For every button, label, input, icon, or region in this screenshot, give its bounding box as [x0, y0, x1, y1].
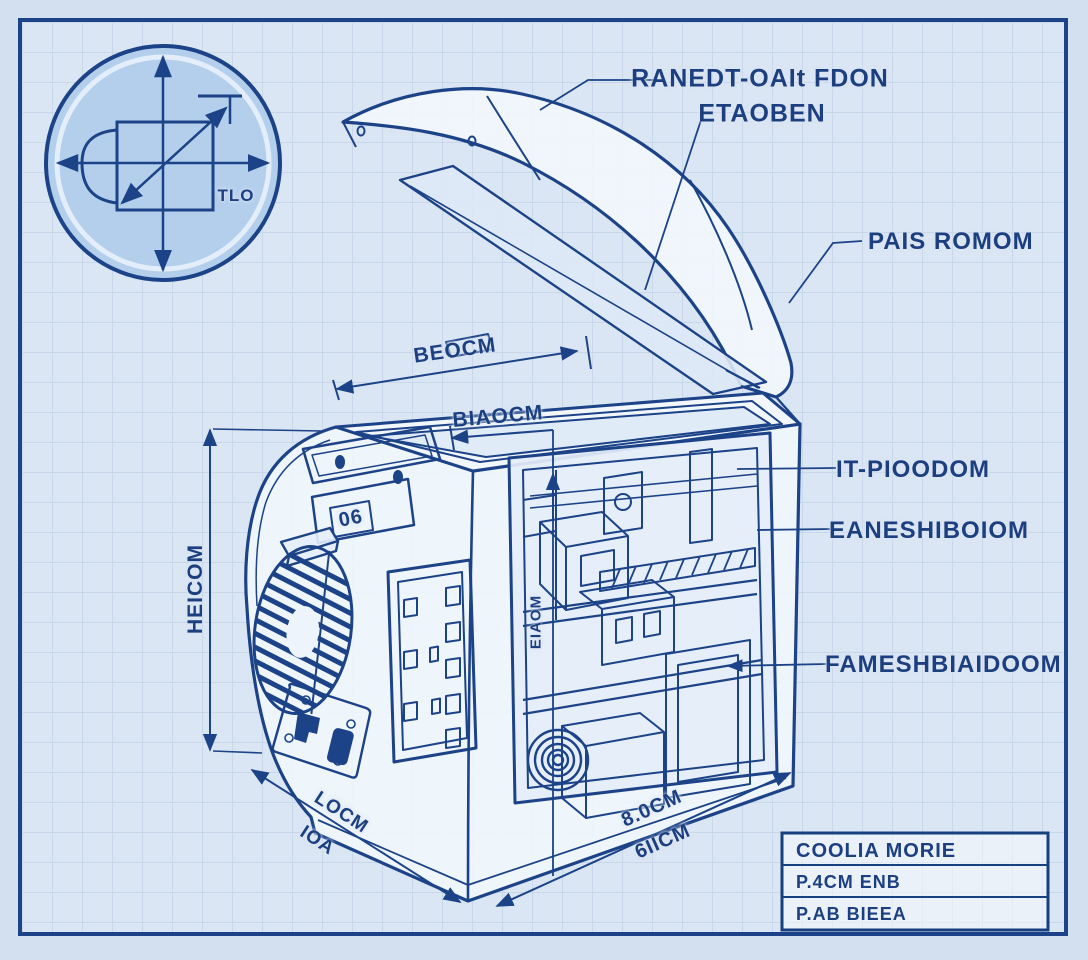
interior-bottle — [689, 448, 713, 544]
dim-interior-height: EIAOM — [527, 594, 545, 650]
leader-lines — [539, 79, 863, 673]
display-value: 06 — [336, 505, 365, 532]
title-block-row-ref: P.AB BIEEA — [796, 904, 907, 924]
callout-interior-top: IT-PIOODOM — [836, 456, 990, 483]
side-control-panel — [386, 558, 478, 764]
callout-lid-line1: RANEDT-OAIt FDON — [631, 64, 889, 93]
callout-lid-line2: ETAOBEN — [698, 99, 826, 128]
interior-cutaway — [507, 431, 779, 819]
lid-inner-panel — [398, 164, 768, 396]
dim-height: HEICOM — [184, 544, 207, 634]
title-block-row-scale: P.4CM ENB — [796, 872, 901, 892]
detail-circle — [44, 44, 282, 282]
callout-interior-bottom: FAMESHBIAIDOOM — [825, 651, 1062, 678]
callout-interior-mid: EANESHIBOIOM — [829, 517, 1030, 544]
title-block-row-title: COOLIA MORIE — [796, 840, 957, 862]
lid-screw-icon — [356, 125, 366, 137]
interior-box — [603, 471, 643, 535]
front-panel-details — [243, 425, 478, 779]
power-plug-icon — [294, 712, 320, 743]
lower-shelf — [522, 658, 763, 716]
callout-lid-side: PAIS ROMOM — [868, 228, 1034, 255]
fan-grille — [243, 540, 363, 720]
dimension-lines — [202, 335, 792, 907]
switch-button — [327, 728, 354, 766]
mid-shelf — [522, 578, 758, 628]
lid-screw-icon — [467, 135, 477, 147]
slatted-shelf — [599, 547, 756, 592]
title-block — [780, 831, 1050, 932]
temperature-display — [310, 477, 416, 545]
detail-circle-label: TLO — [217, 186, 255, 205]
cooler-lid — [341, 87, 801, 425]
top-vent — [301, 425, 442, 485]
